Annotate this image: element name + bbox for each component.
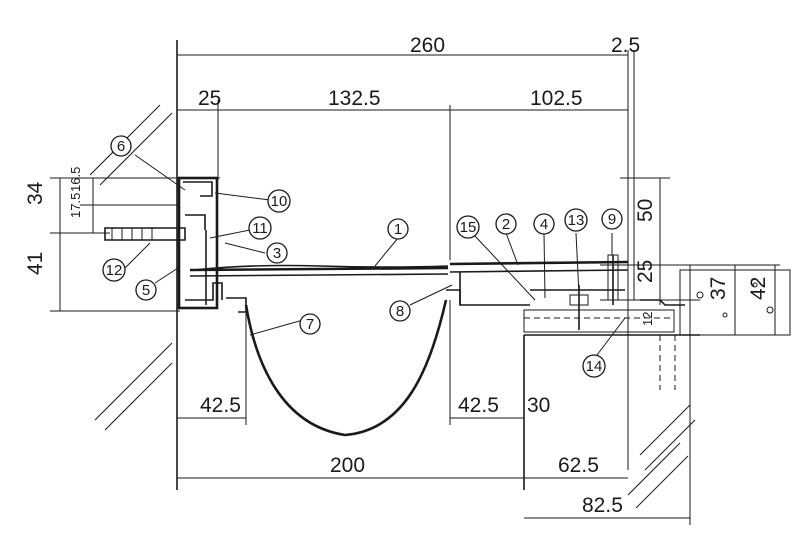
bottom-dimension-lines — [177, 300, 691, 525]
right-wall — [523, 334, 700, 509]
svg-text:10: 10 — [271, 193, 288, 210]
callout-7: 7 — [299, 313, 321, 335]
svg-text:2: 2 — [502, 216, 510, 233]
base-plate — [523, 309, 676, 390]
callout-12: 12 — [102, 258, 126, 282]
svg-text:5: 5 — [142, 282, 150, 299]
right-fixing-parts — [569, 254, 791, 336]
dim-34: 34 — [24, 181, 47, 205]
anchor-plug — [104, 227, 186, 241]
svg-text:9: 9 — [608, 211, 616, 228]
dim-62-5: 62.5 — [558, 454, 599, 477]
dim-50: 50 — [634, 199, 657, 222]
svg-text:7: 7 — [306, 316, 314, 333]
callout-11: 11 — [248, 216, 272, 240]
callout-10: 10 — [267, 189, 291, 213]
right-dimension-lines — [600, 177, 780, 336]
callout-bubbles: 1 2 3 4 5 6 7 8 — [102, 135, 623, 378]
svg-text:14: 14 — [586, 358, 603, 375]
callout-5: 5 — [135, 279, 157, 301]
dimension-labels: 260 2.5 25 132.5 102.5 34 16.5 17.5 41 5… — [24, 34, 770, 517]
callout-9: 9 — [601, 208, 623, 230]
dim-200: 200 — [330, 454, 365, 477]
dim-17-5: 17.5 — [68, 193, 83, 218]
dim-25-right: 25 — [634, 260, 657, 283]
callout-8: 8 — [389, 300, 411, 322]
dim-37: 37 — [707, 277, 730, 300]
callout-13: 13 — [564, 208, 588, 232]
callout-1: 1 — [387, 218, 409, 240]
leader-lines — [124, 154, 626, 356]
dim-25-left: 25 — [198, 87, 221, 110]
callout-4: 4 — [533, 213, 555, 235]
dim-2-5: 2.5 — [611, 34, 640, 57]
dim-42: 42 — [747, 277, 770, 300]
callout-6: 6 — [110, 135, 132, 157]
dim-12: 12 — [640, 312, 655, 326]
svg-text:11: 11 — [252, 220, 268, 237]
dim-102-5: 102.5 — [530, 87, 583, 110]
dim-42-5-right: 42.5 — [458, 394, 499, 417]
svg-text:1: 1 — [394, 221, 402, 238]
flexible-seal-profile — [226, 289, 461, 437]
left-frame-profile — [177, 176, 223, 310]
callout-2: 2 — [495, 213, 517, 235]
left-wall — [89, 40, 178, 490]
svg-text:3: 3 — [273, 245, 281, 262]
cover-plate-profile — [189, 260, 629, 306]
dim-42-5-left: 42.5 — [200, 394, 241, 417]
svg-text:12: 12 — [106, 262, 123, 279]
svg-text:6: 6 — [117, 138, 125, 155]
dim-260: 260 — [410, 34, 445, 57]
callout-3: 3 — [266, 242, 288, 264]
dim-41: 41 — [24, 252, 47, 275]
svg-text:13: 13 — [568, 212, 585, 229]
dim-82-5: 82.5 — [582, 494, 623, 517]
svg-text:8: 8 — [396, 303, 404, 320]
dim-16-5: 16.5 — [68, 167, 83, 192]
top-dimension-lines — [177, 50, 635, 470]
svg-text:4: 4 — [540, 216, 548, 233]
callout-14: 14 — [582, 354, 606, 378]
dim-30: 30 — [527, 394, 550, 417]
dim-132-5: 132.5 — [328, 87, 381, 110]
svg-text:15: 15 — [460, 219, 477, 236]
callout-15: 15 — [456, 215, 480, 239]
